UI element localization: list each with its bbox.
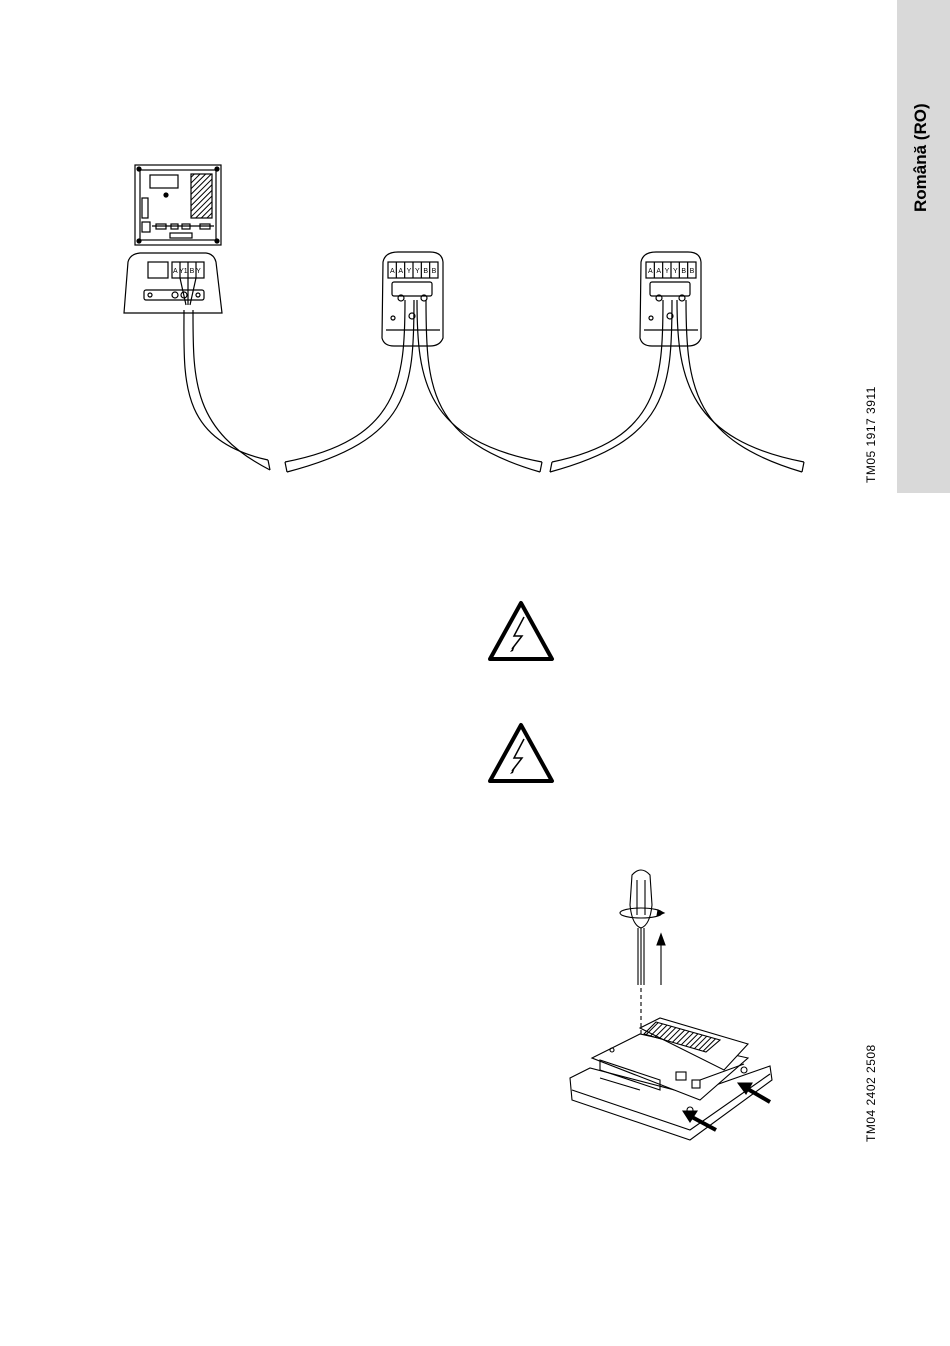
terminal-label: Y: [415, 268, 420, 275]
terminal-label: Y: [665, 268, 670, 275]
control-unit: [570, 1018, 772, 1140]
terminal-label: A: [656, 268, 661, 275]
terminal-label: B: [423, 268, 428, 275]
terminal-label: B: [690, 268, 695, 275]
terminal-label: A: [398, 268, 403, 275]
electric-shock-warning-icon: [490, 725, 552, 781]
terminal-label: B: [681, 268, 686, 275]
cover-removal-illustration: [570, 870, 772, 1140]
terminal-label: Y: [673, 268, 678, 275]
terminal-label: B: [432, 268, 437, 275]
terminal-label: A: [648, 268, 653, 275]
terminal-label: A: [390, 268, 395, 275]
controller-terminal-labels: A Y1 B Y: [173, 268, 201, 275]
controller-front-panel: [135, 165, 221, 245]
controller-base: A Y1 B Y: [124, 253, 222, 313]
terminal-label: Y: [407, 268, 412, 275]
electric-shock-warning-icon: [490, 603, 552, 659]
